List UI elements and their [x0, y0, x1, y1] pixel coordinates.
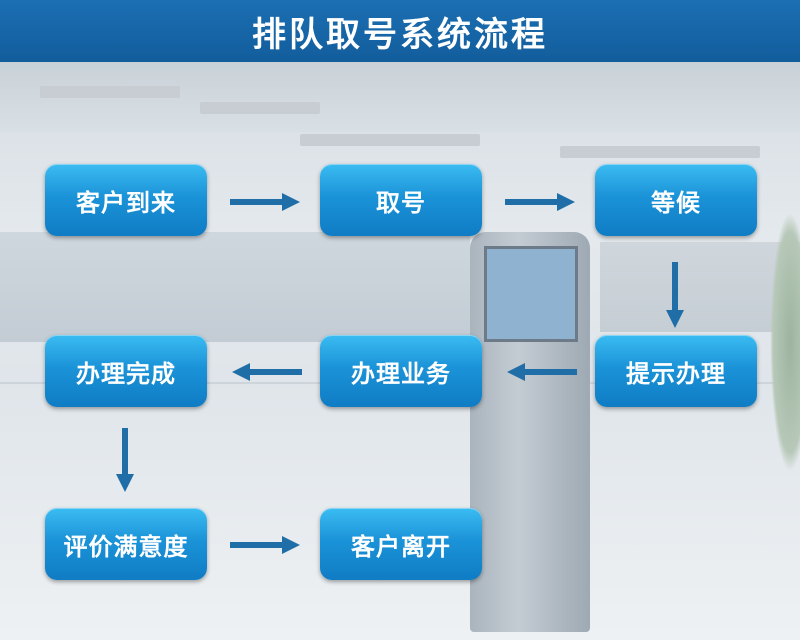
step-customer-leaves: 客户离开: [320, 508, 482, 580]
page-title: 排队取号系统流程: [252, 14, 548, 55]
queue-kiosk: [470, 232, 590, 632]
arrow-right-icon: [230, 536, 300, 554]
service-counter: [600, 242, 800, 332]
service-counter: [0, 232, 470, 342]
led-ticker: [40, 86, 180, 98]
arrow-left-icon: [232, 363, 302, 381]
led-ticker: [200, 102, 320, 114]
arrow-left-icon: [507, 363, 577, 381]
step-take-number: 取号: [320, 164, 482, 236]
step-evaluate-satisfaction: 评价满意度: [45, 508, 207, 580]
arrow-down-icon: [116, 428, 134, 492]
step-handle-business: 办理业务: [320, 335, 482, 407]
led-ticker: [560, 146, 760, 158]
arrow-right-icon: [230, 193, 300, 211]
plant: [770, 212, 800, 472]
step-wait: 等候: [595, 164, 757, 236]
step-prompt-service: 提示办理: [595, 335, 757, 407]
arrow-down-icon: [666, 262, 684, 328]
step-service-complete: 办理完成: [45, 335, 207, 407]
arrow-right-icon: [505, 193, 575, 211]
title-bar: 排队取号系统流程: [0, 0, 800, 62]
step-customer-arrives: 客户到来: [45, 164, 207, 236]
kiosk-screen: [484, 246, 578, 342]
led-ticker: [300, 134, 480, 146]
